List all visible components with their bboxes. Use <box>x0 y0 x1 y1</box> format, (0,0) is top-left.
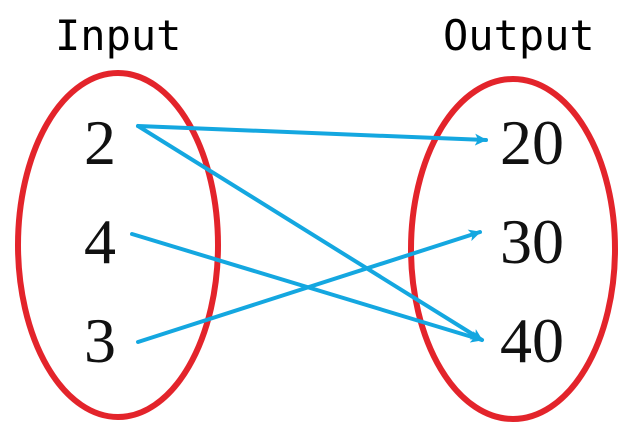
input-oval <box>15 70 221 420</box>
output-heading: Output <box>443 11 595 60</box>
mapping-arrow-3-to-30 <box>136 229 482 344</box>
output-value: 40 <box>500 305 564 376</box>
input-value: 2 <box>84 107 116 178</box>
mapping-arrow-2-to-40 <box>136 124 484 342</box>
output-value: 30 <box>500 206 564 277</box>
output-value: 20 <box>500 107 564 178</box>
output-oval <box>408 76 618 422</box>
mapping-arrows <box>130 124 488 344</box>
input-value: 3 <box>84 305 116 376</box>
input-value: 4 <box>84 206 116 277</box>
input-heading: Input <box>55 11 181 60</box>
mapping-arrow-2-to-20 <box>136 124 488 146</box>
